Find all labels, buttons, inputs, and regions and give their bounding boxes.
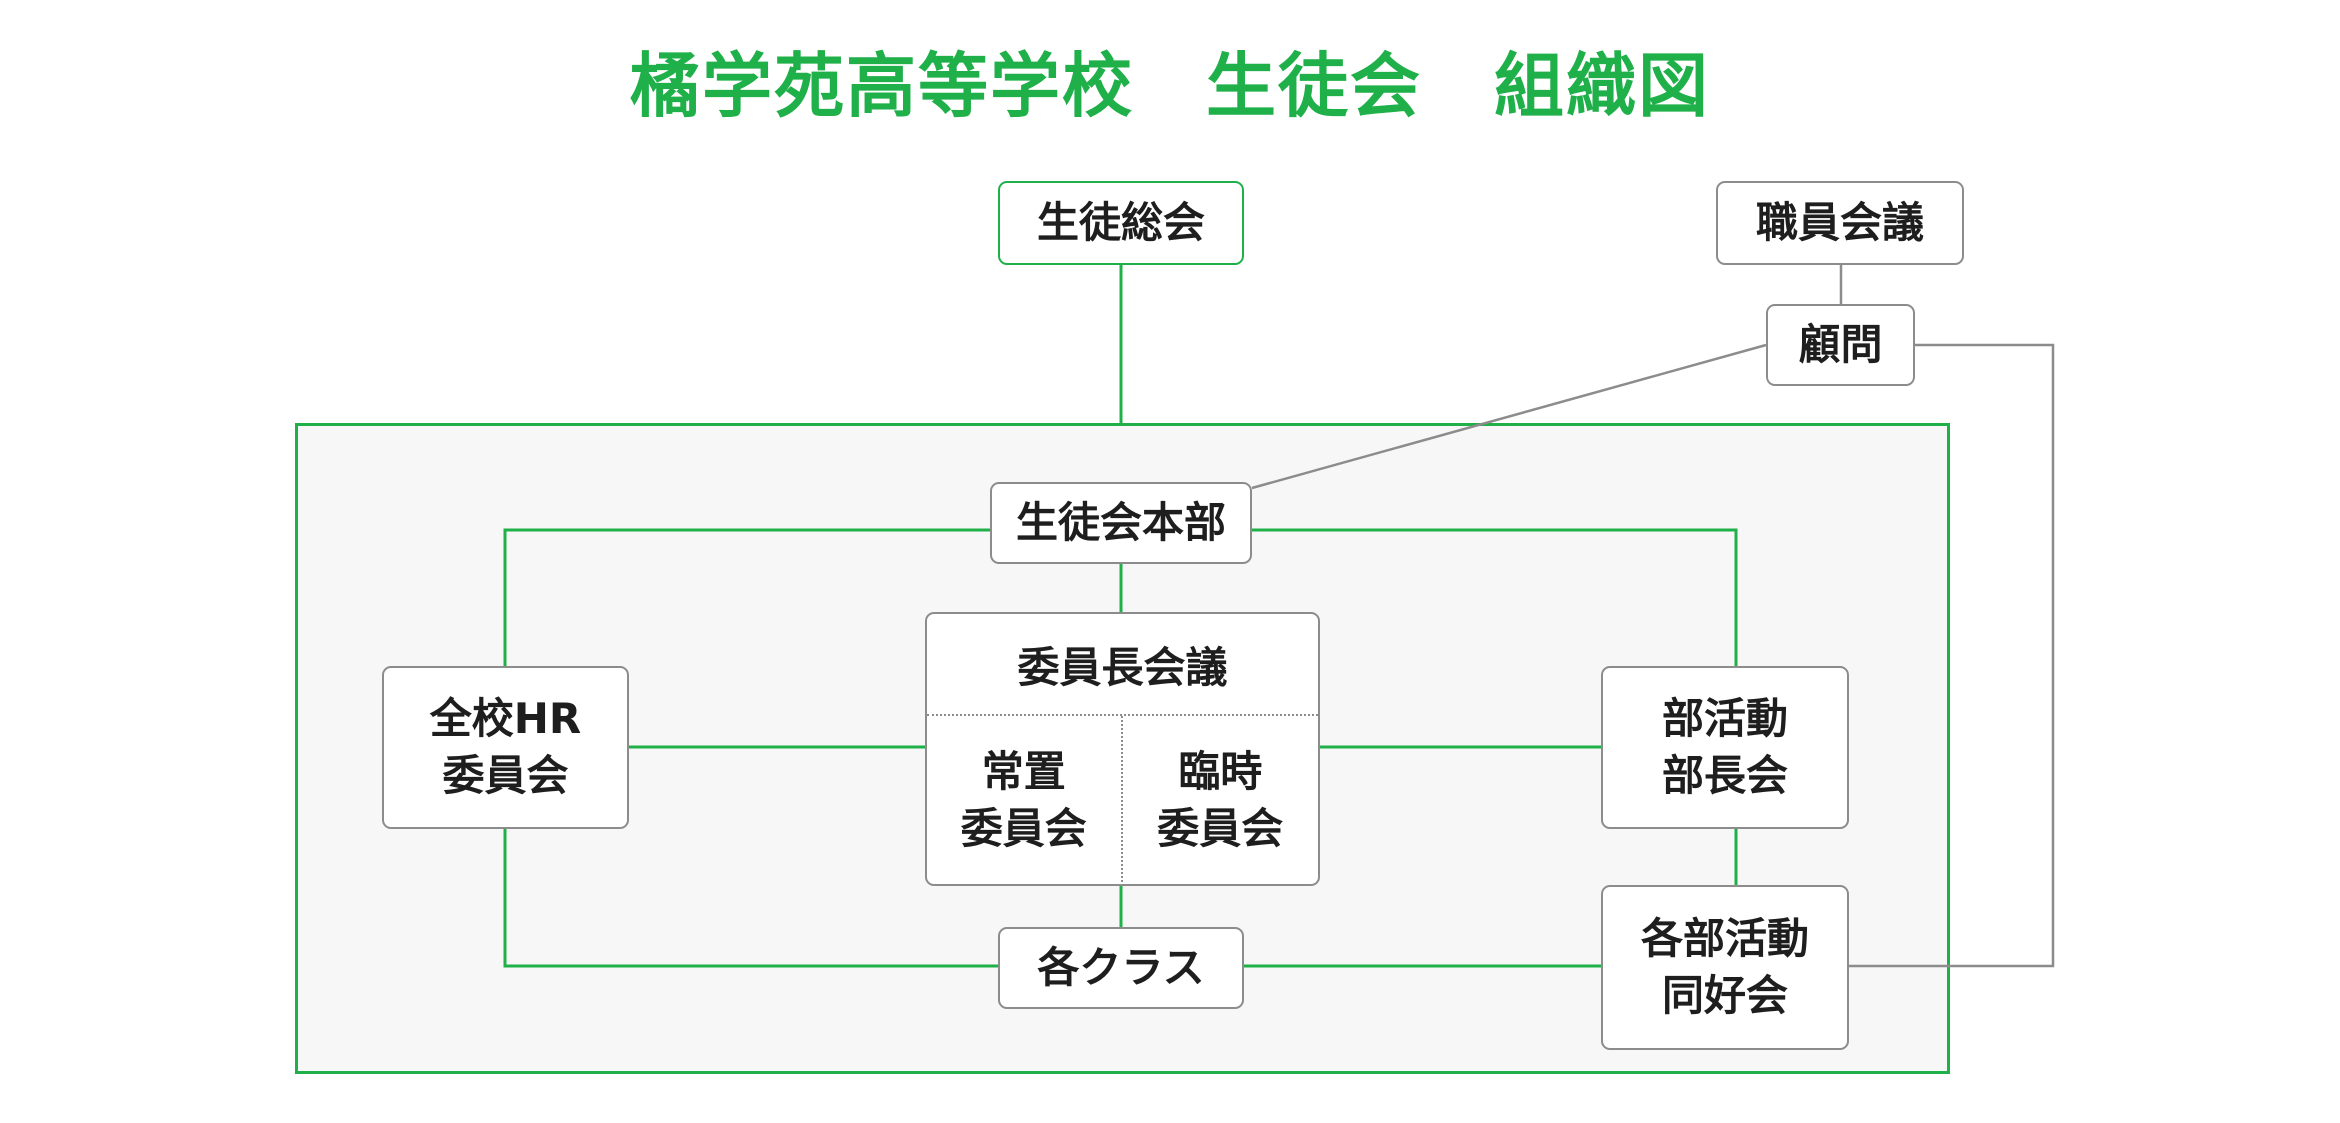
classes-box: 各クラス [998,927,1244,1009]
line-advisor-to-clubs [1849,343,2055,968]
headquarters-box: 生徒会本部 [990,482,1252,564]
diagram-title: 橘学苑高等学校 生徒会 組織図 [630,45,1710,127]
staff-meeting-box: 職員会議 [1716,181,1964,265]
classes-label: 各クラス [1037,942,1205,992]
line-hq-to-clubleaders [1252,528,1738,666]
club-leaders-line2: 部長会 [1661,750,1788,800]
chairs-council-box: 委員長会議 常置 委員会 臨時 委員会 [925,612,1320,886]
chairs-council-label: 委員長会議 [927,614,1318,716]
temporary-committee-cell: 臨時 委員会 [1123,716,1319,886]
standing-committee-line1: 常置 [981,747,1066,797]
club-leaders-box: 部活動 部長会 [1601,666,1849,829]
advisor-label: 顧問 [1798,319,1883,369]
line-hq-to-hr [503,528,990,666]
staff-meeting-label: 職員会議 [1755,197,1924,247]
clubs-box: 各部活動 同好会 [1601,885,1849,1050]
advisor-box: 顧問 [1766,304,1915,386]
general-assembly-label: 生徒総会 [1036,197,1205,247]
general-assembly-box: 生徒総会 [998,181,1244,265]
clubs-line2: 同好会 [1661,970,1788,1020]
clubs-line1: 各部活動 [1640,913,1809,963]
club-leaders-line1: 部活動 [1661,693,1788,743]
line-advisor-to-hq [1251,343,1767,490]
hr-committee-line1: 全校HR [429,693,582,743]
standing-committee-line2: 委員会 [960,804,1087,853]
line-hr-to-classes [503,829,998,968]
hr-committee-line2: 委員会 [442,750,569,800]
standing-committee-cell: 常置 委員会 [927,716,1123,886]
headquarters-label: 生徒会本部 [1015,497,1226,547]
temporary-committee-line2: 委員会 [1157,804,1284,853]
temporary-committee-line1: 臨時 [1178,747,1263,797]
hr-committee-box: 全校HR 委員会 [382,666,629,829]
